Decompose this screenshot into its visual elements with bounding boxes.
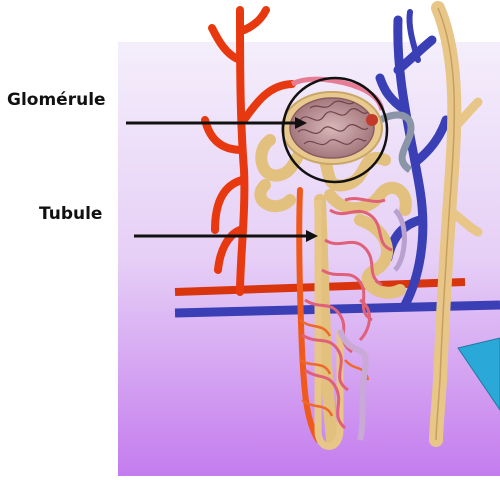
- glomerule-label: Glomérule: [7, 90, 106, 110]
- tubule-label: Tubule: [39, 204, 102, 224]
